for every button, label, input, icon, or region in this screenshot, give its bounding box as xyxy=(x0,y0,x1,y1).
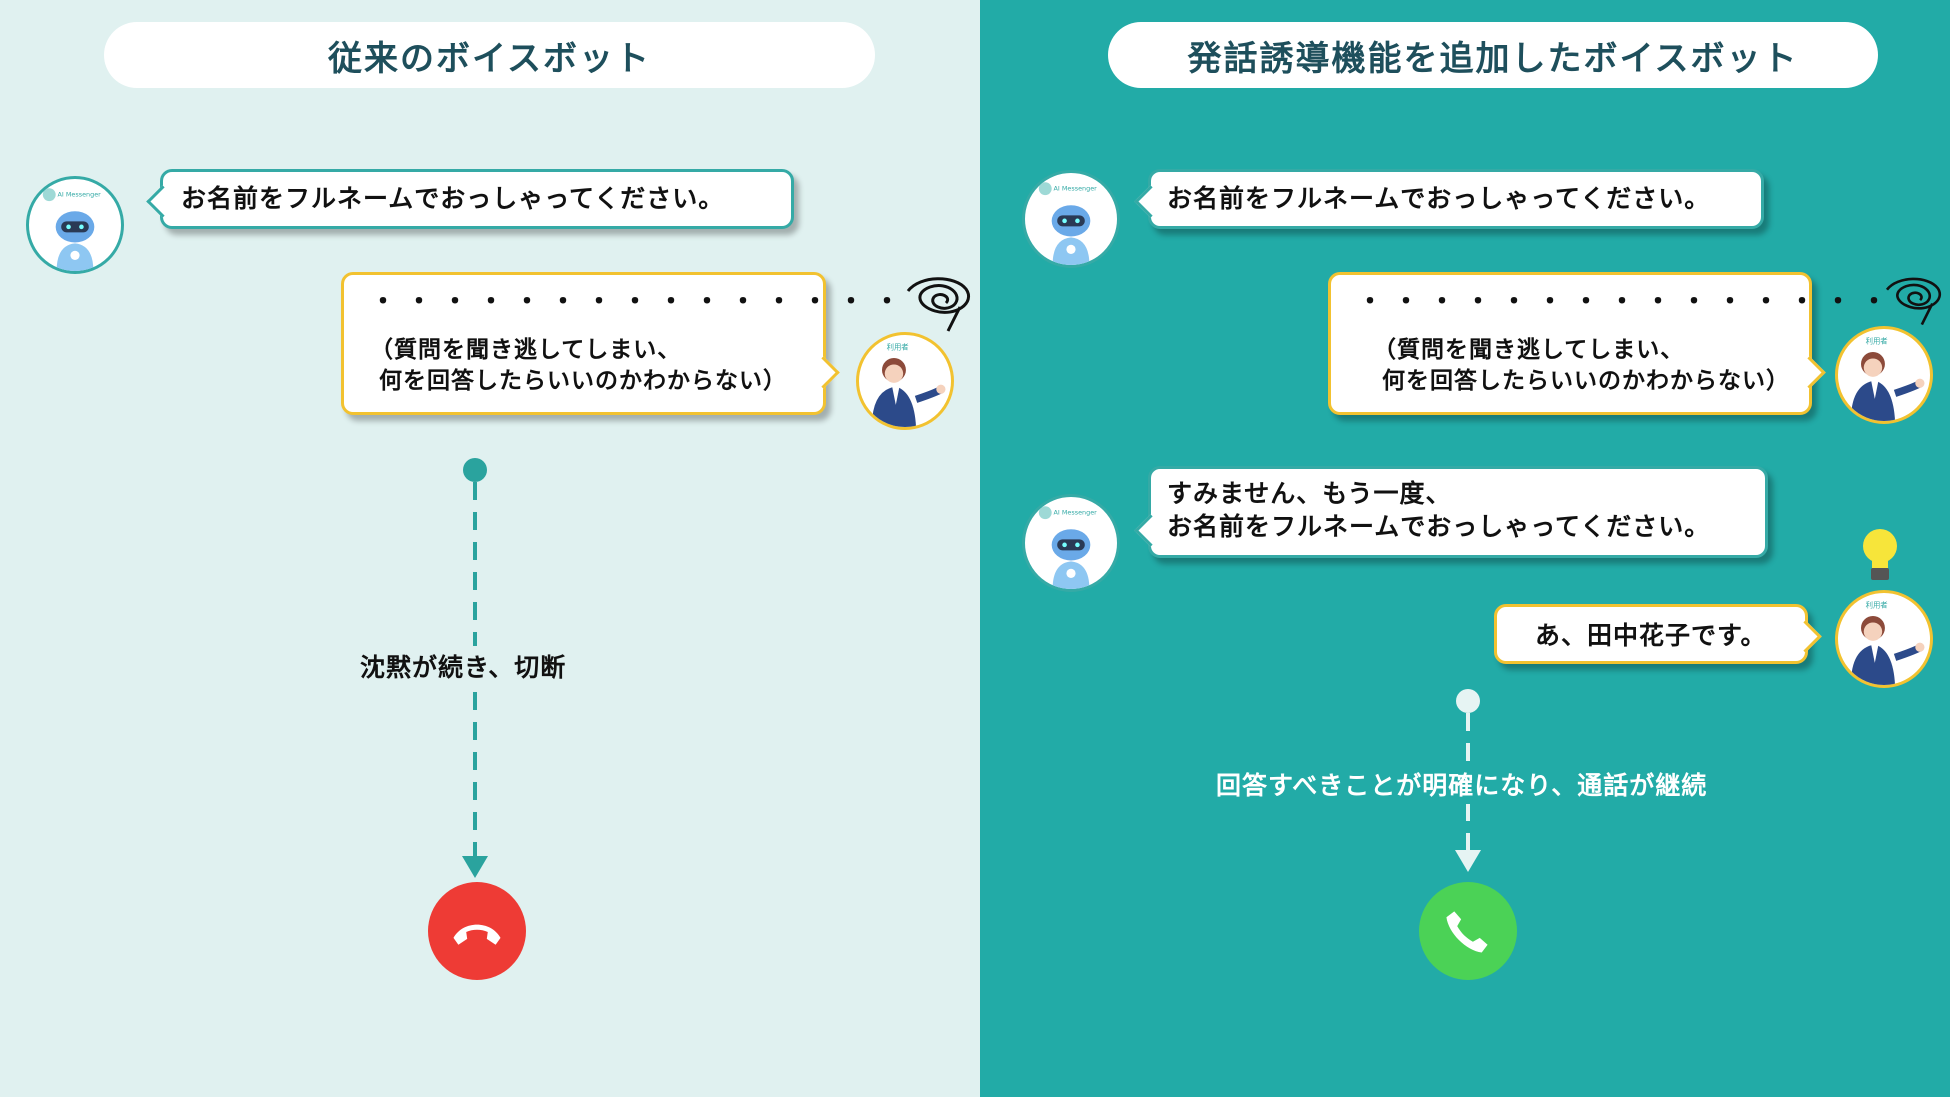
user-thought: （質問を聞き逃してしまい、 何を回答したらいいのかわからない） xyxy=(370,337,788,394)
left-panel: 従来のボイスボット AI Messenger お名前をフルネームでおっしゃってく… xyxy=(0,0,980,1097)
bot-speech-bubble: お名前をフルネームでおっしゃってください。 xyxy=(146,169,794,229)
svg-text:利用者: 利用者 xyxy=(1866,601,1888,610)
bot-avatar: AI Messenger xyxy=(26,176,124,274)
robot-icon: AI Messenger xyxy=(1038,506,1098,589)
user-reply: あ、田中花子です。 xyxy=(1535,621,1767,650)
hang-up-icon xyxy=(428,882,526,980)
confused-scribble-icon xyxy=(906,277,970,332)
user-avatar: 利用者 xyxy=(1835,326,1933,424)
user-avatar: 利用者 xyxy=(1835,590,1933,688)
silence-dots: ・・・・・・・・・・・・・・・ xyxy=(1357,287,1898,317)
bot-message-2: すみません、もう一度、 お名前をフルネームでおっしゃってください。 xyxy=(1167,479,1711,541)
user-reply-bubble: あ、田中花子です。 xyxy=(1494,604,1822,664)
bot-speech-bubble-retry: すみません、もう一度、 お名前をフルネームでおっしゃってください。 xyxy=(1134,466,1768,558)
operator-icon: 利用者 xyxy=(1850,601,1925,685)
right-panel: 発話誘導機能を追加したボイスボット AI Messenger お名前をフルネーム… xyxy=(980,0,1950,1097)
user-speech-bubble: ・・・・・・・・・・・・・・・ （質問を聞き逃してしまい、 何を回答したらいいの… xyxy=(1328,272,1898,415)
lightbulb-icon xyxy=(1863,529,1897,580)
operator-icon: 利用者 xyxy=(1850,337,1925,421)
silence-dots: ・・・・・・・・・・・・・・・ xyxy=(370,287,911,317)
confused-scribble-icon xyxy=(1885,277,1941,326)
svg-text:利用者: 利用者 xyxy=(1866,337,1888,346)
left-flow-label: 沈黙が続き、切断 xyxy=(356,646,571,686)
svg-text:AI Messenger: AI Messenger xyxy=(1054,508,1098,516)
svg-text:AI Messenger: AI Messenger xyxy=(58,190,102,198)
user-speech-bubble: ・・・・・・・・・・・・・・・ （質問を聞き逃してしまい、 何を回答したらいいの… xyxy=(341,272,911,415)
robot-icon: AI Messenger xyxy=(1038,182,1098,265)
svg-text:利用者: 利用者 xyxy=(887,343,909,352)
robot-icon: AI Messenger xyxy=(42,188,102,271)
bot-speech-bubble: お名前をフルネームでおっしゃってください。 xyxy=(1134,169,1764,229)
user-avatar: 利用者 xyxy=(856,332,954,430)
bot-message-1: お名前をフルネームでおっしゃってください。 xyxy=(1167,184,1711,213)
operator-icon: 利用者 xyxy=(871,343,946,427)
right-flow-label: 回答すべきことが明確になり、通話が継続 xyxy=(1208,764,1716,804)
phone-icon xyxy=(1419,882,1517,980)
bot-avatar: AI Messenger xyxy=(1022,170,1120,268)
bot-message: お名前をフルネームでおっしゃってください。 xyxy=(181,184,725,213)
right-panel-title: 発話誘導機能を追加したボイスボット xyxy=(1108,22,1878,88)
svg-text:AI Messenger: AI Messenger xyxy=(1054,184,1098,192)
left-panel-title: 従来のボイスボット xyxy=(104,22,875,88)
bot-avatar: AI Messenger xyxy=(1022,494,1120,592)
user-thought: （質問を聞き逃してしまい、 何を回答したらいいのかわからない） xyxy=(1373,337,1791,394)
